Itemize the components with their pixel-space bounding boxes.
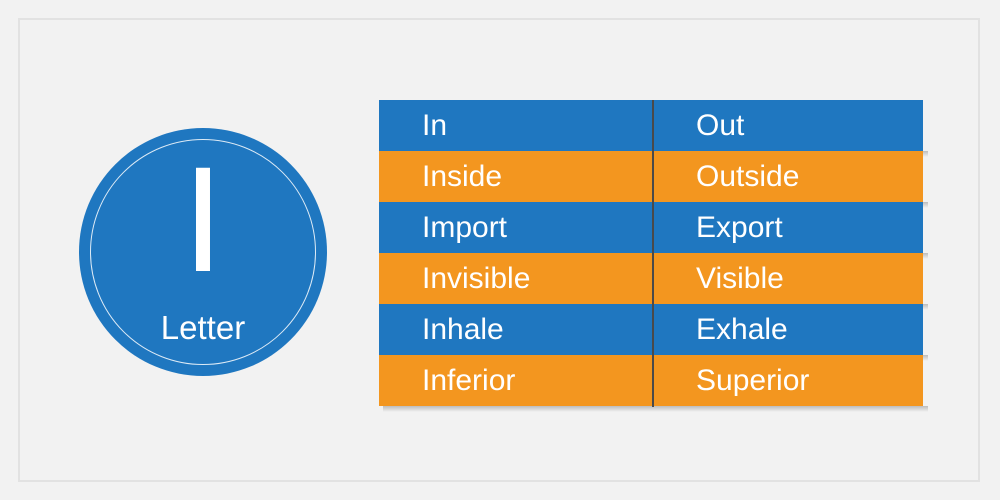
badge-inner-ring	[90, 139, 316, 365]
table-cell-right: Visible	[696, 261, 784, 295]
table-cell-left: Invisible	[422, 261, 531, 295]
table-row: In Out	[379, 100, 928, 157]
table-cell-left: Import	[422, 210, 508, 244]
table-row: Import Export	[379, 202, 928, 259]
table-cell-right: Exhale	[696, 312, 788, 346]
table-row: Inhale Exhale	[379, 304, 928, 361]
table-cell-right: Outside	[696, 159, 800, 193]
badge-caption: Letter	[160, 309, 246, 346]
table-row: Invisible Visible	[379, 253, 928, 310]
letter-badge: I Letter	[79, 128, 327, 376]
table-cell-right: Export	[696, 210, 783, 244]
table-row: Inferior Superior	[379, 355, 928, 412]
table-cell-left: Inferior	[422, 363, 516, 397]
table-row: Inside Outside	[379, 151, 928, 208]
table-cell-left: Inside	[422, 159, 503, 193]
slide-frame-border	[18, 18, 980, 482]
antonym-table: In Out Inside Outside Import Export Invi…	[379, 100, 928, 412]
table-cell-right: Out	[696, 108, 745, 142]
table-cell-left: Inhale	[422, 312, 504, 346]
table-cell-left: In	[422, 108, 448, 142]
table-cell-right: Superior	[696, 363, 810, 397]
badge-letter-glyph: I	[182, 135, 224, 303]
column-divider	[652, 100, 654, 407]
